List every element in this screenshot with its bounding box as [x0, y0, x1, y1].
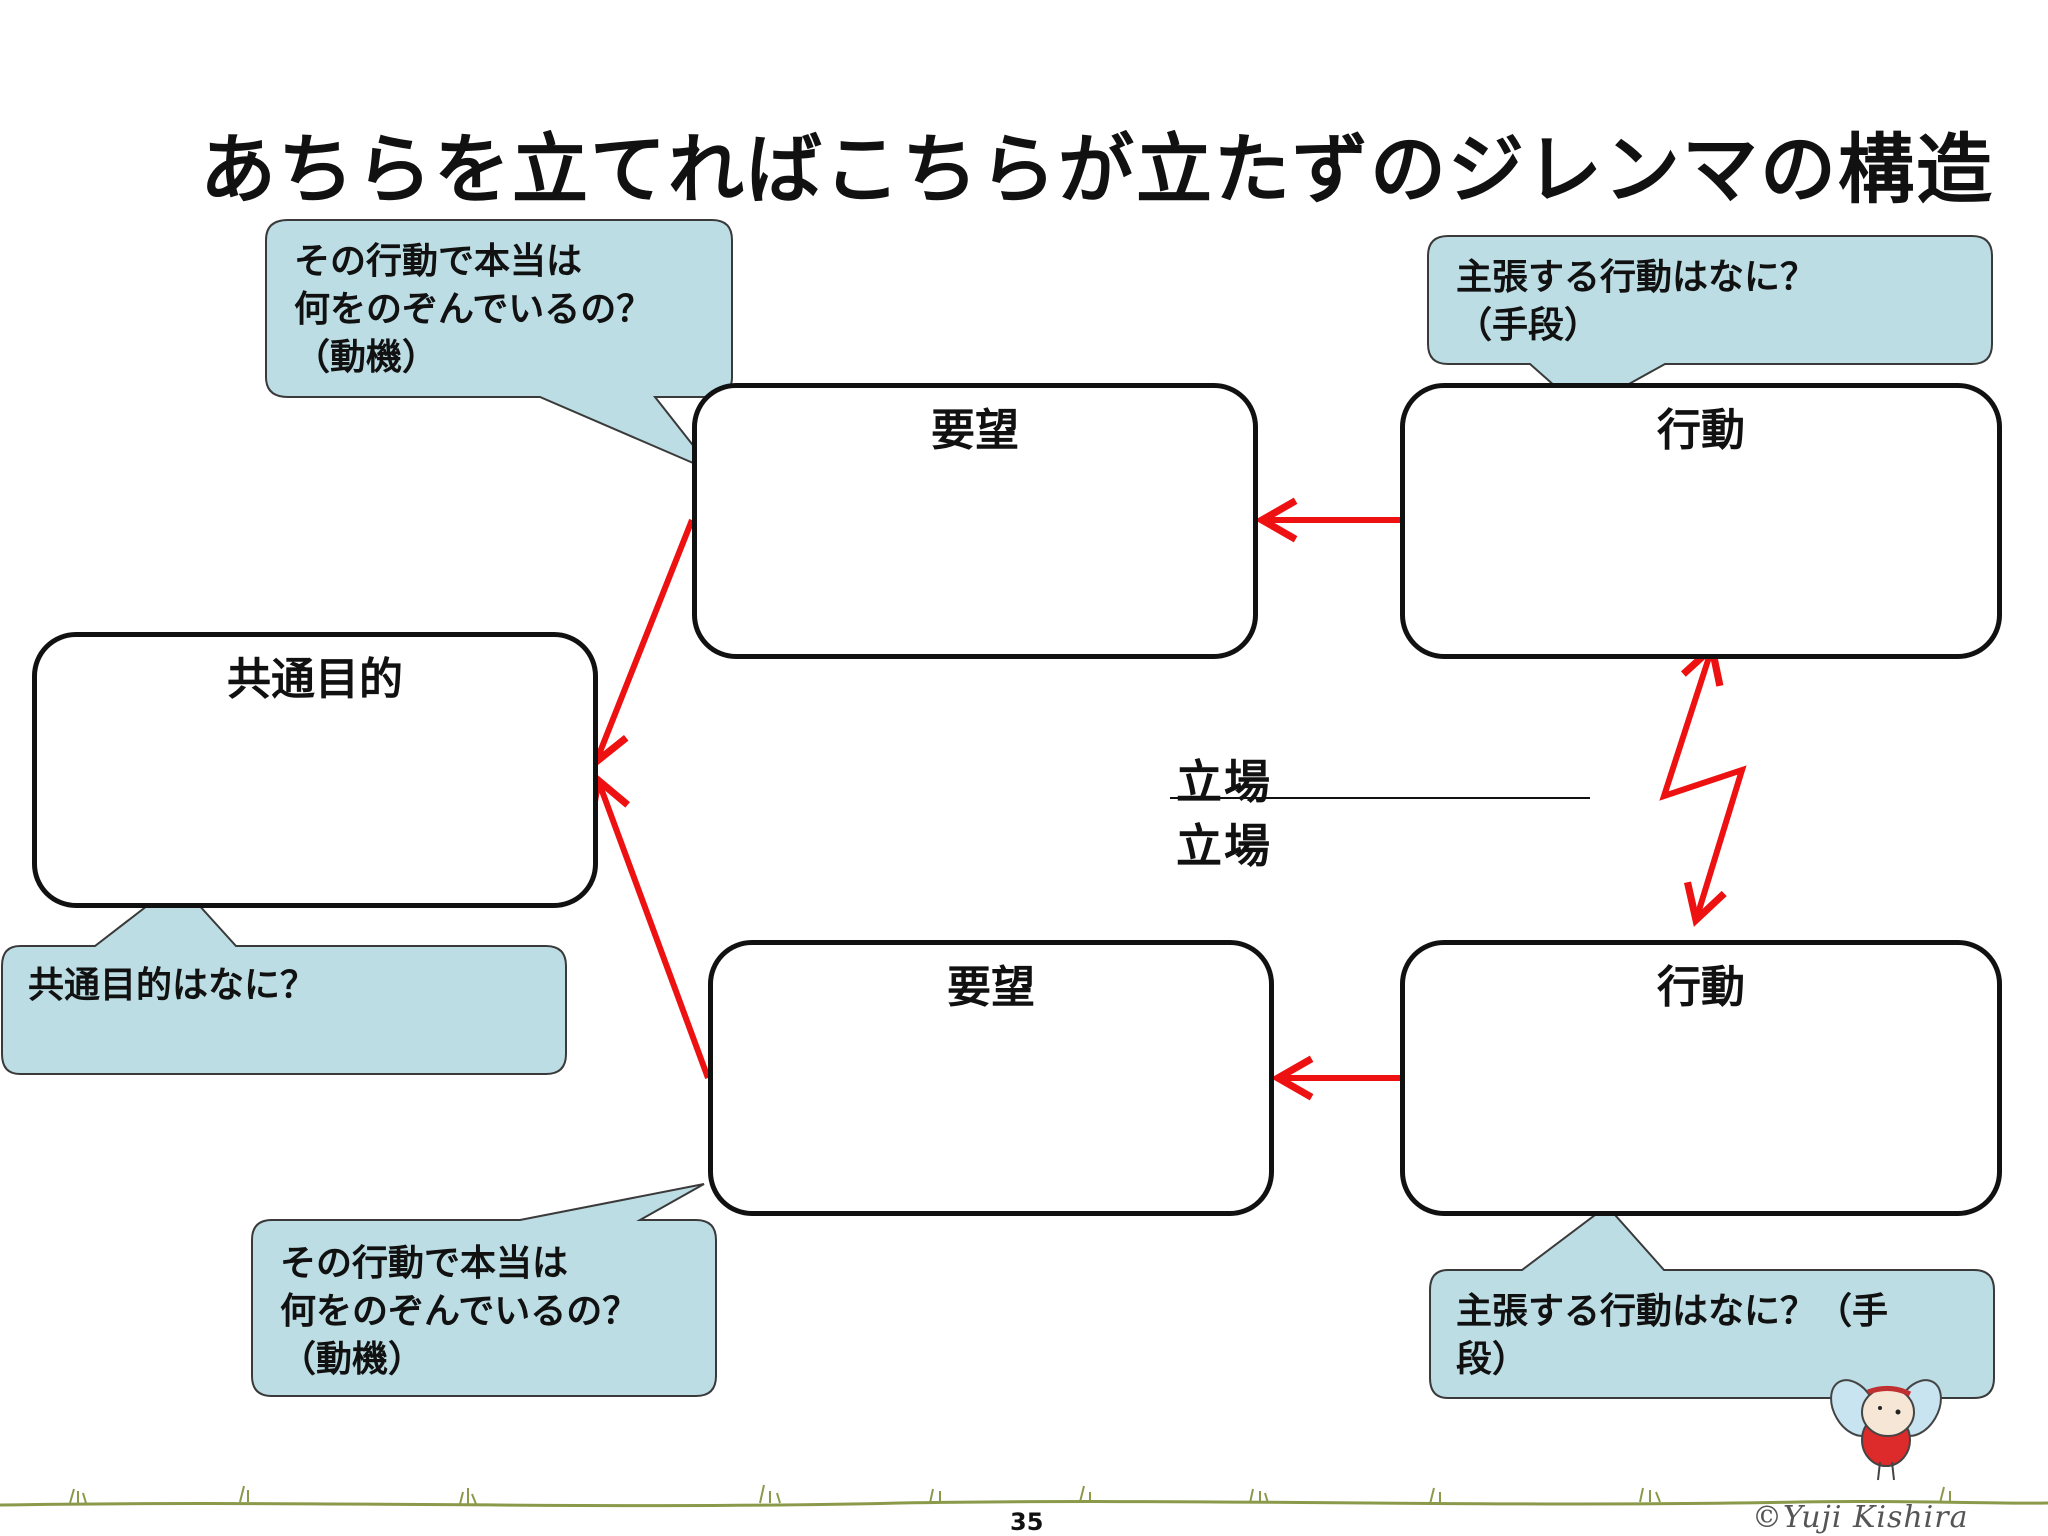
callout-means-top: 主張する行動はなに？ （手段）: [1456, 254, 1816, 350]
arrow-desire-bottom-to-goal: [588, 773, 711, 1080]
callout-motive-top: その行動で本当は 何をのぞんでいるの？ （動機）: [294, 238, 652, 382]
conflict-lightning-arrow: [1659, 641, 1747, 927]
callout-motive-bottom: その行動で本当は 何をのぞんでいるの？ （動機）: [280, 1240, 638, 1384]
callout-line: 共通目的はなに？: [28, 965, 317, 1006]
callout-line: 何をのぞんでいるの？: [280, 1291, 639, 1332]
page-number: 35: [1010, 1508, 1044, 1536]
arrow-desire-top-to-goal: [586, 518, 695, 769]
desire-box-top: 要望: [692, 383, 1258, 659]
desire-label-top: 要望: [931, 405, 1019, 456]
action-label-top: 行動: [1657, 405, 1745, 456]
stance-label-top: 立場: [1176, 755, 1272, 809]
desire-box-bottom: 要望: [708, 940, 1274, 1216]
callout-line: （手段）: [1456, 305, 1601, 346]
grass-tufts: [69, 1484, 1951, 1505]
action-label-bottom: 行動: [1657, 962, 1745, 1013]
callout-bubble-motive-bottom: [251, 1183, 717, 1397]
common-goal-label: 共通目的: [227, 654, 403, 705]
callout-line: 何をのぞんでいるの？: [294, 289, 653, 330]
callout-line: 主張する行動はなに？（手: [1456, 1291, 1889, 1332]
callout-means-bottom: 主張する行動はなに？（手 段）: [1456, 1288, 1888, 1384]
mascot-illustration: [1830, 1379, 1942, 1481]
callout-goal-question: 共通目的はなに？: [28, 962, 316, 1010]
callout-line: 主張する行動はなに？: [1456, 257, 1817, 298]
stance-label-bottom: 立場: [1176, 819, 1272, 873]
callout-line: その行動で本当は: [294, 241, 583, 282]
desire-label-bottom: 要望: [947, 962, 1035, 1013]
slide-title: あちらを立てればこちらが立たずのジレンマの構造: [200, 125, 1994, 214]
grass-ground: [0, 1499, 2048, 1508]
stance-divider: [1170, 797, 1590, 799]
copyright-credit: ©Yuji Kishira: [1752, 1500, 1969, 1535]
callout-line: その行動で本当は: [280, 1243, 569, 1284]
callout-line: （動機）: [280, 1339, 425, 1380]
common-goal-box: 共通目的: [32, 632, 598, 908]
callout-bubble-goal: [1, 880, 567, 1075]
callout-line: （動機）: [294, 337, 439, 378]
action-box-top: 行動: [1400, 383, 2002, 659]
callout-bubble-means-bottom: [1429, 1204, 1995, 1399]
callout-bubble-motive-top: [265, 219, 733, 473]
callout-line: 段）: [1456, 1339, 1529, 1380]
action-box-bottom: 行動: [1400, 940, 2002, 1216]
